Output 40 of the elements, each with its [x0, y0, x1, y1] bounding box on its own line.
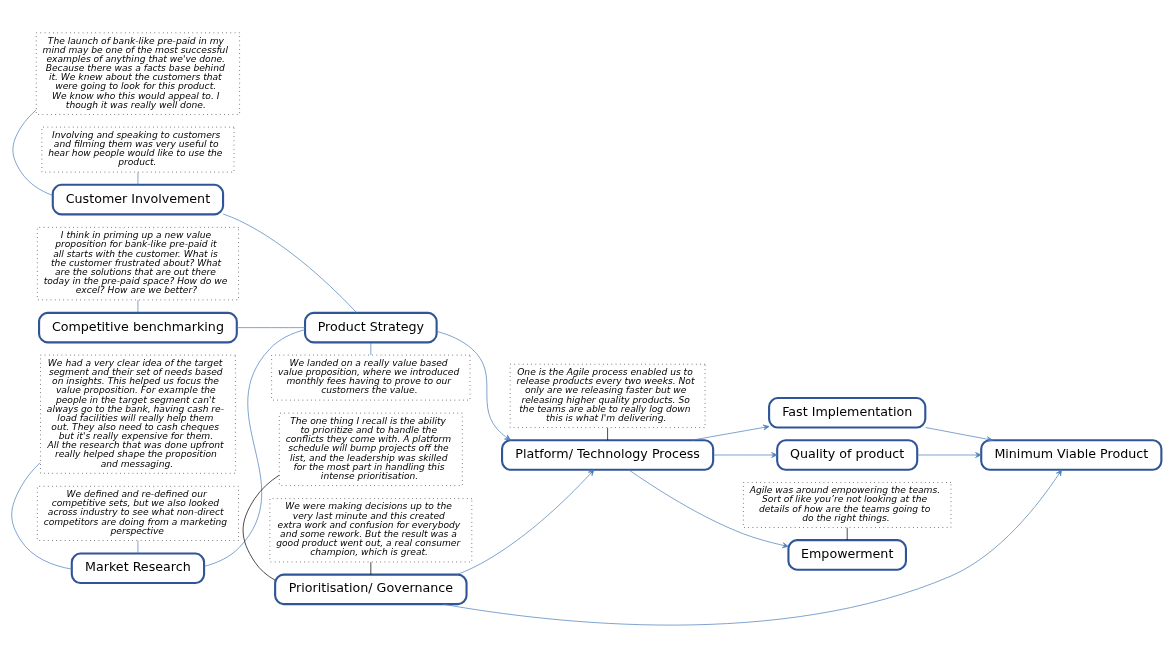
- arrow: [436, 331, 511, 441]
- node-box: Market Research: [70, 552, 206, 585]
- arrow: [713, 452, 778, 458]
- arrow: [925, 427, 993, 442]
- node-box: Platform/ Technology Process: [501, 439, 715, 471]
- node-box: Involving and speaking to customers and filming them was very useful to hear how people would like to use the product.: [41, 126, 235, 173]
- connector: [242, 474, 280, 581]
- connector: [846, 527, 848, 541]
- node-box: We defined and re-defined our competitive sets, but we also looked across industry to see what non-direct competitors are doing from a marketing perspective: [36, 485, 239, 541]
- node-box: Product Strategy: [304, 311, 438, 344]
- node-box: Empowerment: [787, 539, 907, 571]
- node-box: Prioritisation/ Governance: [274, 573, 468, 606]
- node-box: Competitive benchmarking: [38, 311, 238, 344]
- connector: [222, 213, 358, 314]
- node-box: The one thing I recall is the ability to prioritize and to handle the conflicts they come with. A platform schedule will bump projects off the list, and the leadership was skilled for the most part in handling this intense prioritisation.: [279, 412, 463, 486]
- node-box: Fast Implementation: [768, 396, 927, 429]
- node-box: Quality of product: [776, 439, 919, 471]
- connector: [607, 427, 608, 441]
- node-box: We were making decisions up to the very last minute and this created extra work and confusion for everybody and some rework. But the result was a good product went out, a real consumer champion, which is great.: [269, 498, 473, 563]
- node-box: I think in priming up a new value proposition for bank-like pre-paid it all starts with the customer. What is the customer frustrated about? What are the solutions that are out there today in the pre-paid space? How do we excel? How are we better?: [36, 227, 239, 301]
- arrow: [456, 469, 595, 575]
- connector: [137, 299, 139, 313]
- arrow: [628, 469, 789, 549]
- arrow: [442, 469, 1062, 626]
- node-box: We landed on a really value based value proposition, where we introduced monthly fees having to prove to our customers the value.: [271, 354, 471, 401]
- connector: [12, 109, 54, 196]
- connector: [11, 462, 73, 570]
- node-box: Customer Involvement: [51, 183, 225, 216]
- node-box: Agile was around empowering the teams. Sort of like you’re not looking at the details of how are the teams going to do the right things.: [743, 482, 952, 528]
- connector: [137, 540, 139, 554]
- connector: [236, 327, 306, 328]
- connector: [203, 329, 306, 567]
- node-box: One is the Agile process enabled us to release products every two weeks. Not only are we releasing faster but we releasing higher quality products. So the teams are able to really log down this is what I'm delivering.: [509, 363, 706, 428]
- node-box: We had a very clear idea of the target segment and their set of needs based on insights. This helped us focus the value proposition. For example the people in the target segment can't always go to the bank, having cash re-load facilities will really help them out. They also need to cash cheques but it's really expensive for them. All the research that was done upfront really helped shape the proposition and messaging.: [40, 354, 236, 474]
- connector: [370, 342, 372, 356]
- arrow: [691, 424, 770, 441]
- node-box: The launch of bank-like pre-paid in my mind may be one of the most successful examples of anything that we've done. Because there was a facts base behind it. We knew about the customers that were going to look for this product. We know who this would appeal to. I though it was really well done.: [35, 32, 240, 115]
- node-box: Minimum Viable Product: [980, 439, 1163, 471]
- connector: [137, 172, 139, 186]
- arrow: [917, 452, 982, 458]
